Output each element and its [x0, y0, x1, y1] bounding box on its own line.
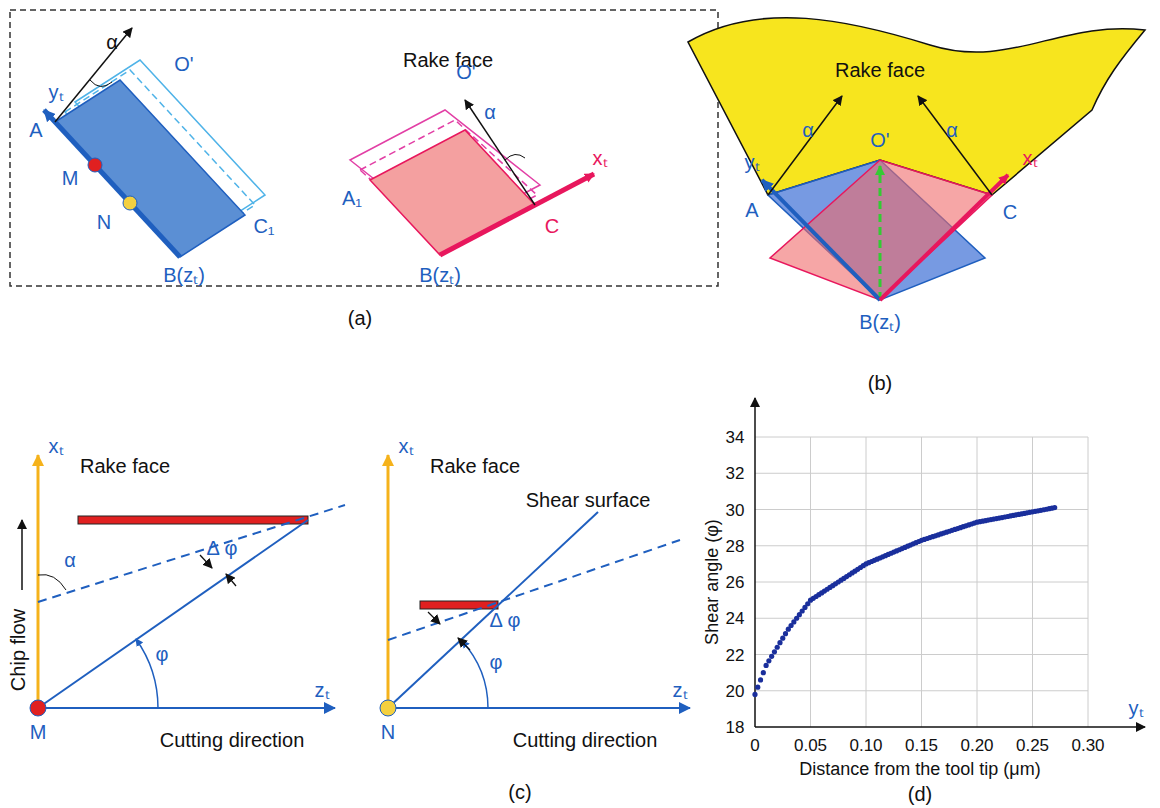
figure-label: α [106, 32, 118, 52]
figure-label: 24 [726, 610, 745, 627]
figure-label: (a) [348, 308, 372, 328]
figure-label: A₁ [342, 188, 362, 208]
figure-label: Shear surface [526, 490, 651, 510]
data-point [772, 649, 777, 654]
figure-label: α [64, 550, 76, 570]
figure-label: Chip flow [8, 609, 28, 691]
figure-label: 28 [726, 537, 745, 554]
grid-line [1032, 437, 1033, 727]
figure-label: Cutting direction [513, 730, 658, 750]
data-point [758, 677, 763, 682]
figure-label: B(zₜ) [859, 312, 901, 332]
figure-label: xₜ [49, 436, 64, 456]
data-point [1052, 505, 1057, 510]
figure-label: 0.30 [1071, 737, 1104, 754]
figure-label: 22 [726, 646, 745, 663]
figure-label: O' [870, 130, 889, 150]
figure-label: xₜ [399, 436, 414, 456]
figure-label: C [1003, 202, 1017, 222]
figure-label: α [802, 120, 814, 140]
data-point [761, 670, 766, 675]
figure-label: 34 [726, 429, 745, 446]
figure-label: Rake face [430, 456, 520, 476]
figure-label: α [946, 120, 958, 140]
data-point [769, 654, 774, 659]
grid-line [1088, 437, 1089, 727]
figure-label: xₜ [1023, 148, 1038, 168]
figure-label: 0.25 [1016, 737, 1049, 754]
figure-label: yₜ [1129, 698, 1144, 718]
data-point [783, 631, 788, 636]
data-point [777, 640, 782, 645]
figure-label: yₜ [49, 82, 64, 102]
figure-label: 0.15 [905, 737, 938, 754]
figure-label: C [545, 216, 559, 236]
figure-label: (b) [868, 373, 892, 393]
data-point [775, 645, 780, 650]
data-point [780, 636, 785, 641]
figure-label: φ [156, 644, 169, 664]
figure-label: Rake face [403, 50, 493, 70]
figure-label: α [484, 102, 496, 122]
figure-label: Rake face [835, 60, 925, 80]
figure-label: Cutting direction [160, 730, 305, 750]
figure-label: Shear angle (φ) [703, 519, 721, 645]
figure-label: A [29, 120, 42, 140]
figure-label: zₜ [673, 680, 688, 700]
figure-label: xₜ [593, 148, 608, 168]
figure-label: Δ φ [490, 610, 521, 630]
figure-label: O' [456, 62, 475, 82]
data-point [752, 692, 757, 697]
data-point [764, 663, 769, 668]
figure-label: N [381, 722, 395, 742]
figure-label: Distance from the tool tip (μm) [799, 760, 1040, 778]
data-point [755, 685, 760, 690]
grid-line [977, 437, 978, 727]
figure-label: 0.20 [960, 737, 993, 754]
figure-label: 26 [726, 574, 745, 591]
figure-label: 0.10 [849, 737, 882, 754]
figure-label: A [745, 200, 758, 220]
figure-label: φ [490, 652, 503, 672]
figure-label: (c) [508, 782, 531, 802]
grid-line [921, 437, 922, 727]
figure-label: 30 [726, 501, 745, 518]
figure-label: yₜ [745, 152, 760, 172]
figure-label: Δ φ [207, 538, 238, 558]
figure-label: M [30, 722, 47, 742]
data-point [766, 658, 771, 663]
figure-label: B(zₜ) [419, 265, 461, 285]
figure-label: N [97, 212, 111, 232]
grid-line [866, 437, 867, 727]
figure-label: 32 [726, 465, 745, 482]
figure-label: 0 [750, 737, 759, 754]
figure-label: 18 [726, 719, 745, 736]
figure-label: zₜ [315, 680, 330, 700]
figure-label: M [62, 168, 79, 188]
figure-label: 0.05 [794, 737, 827, 754]
figure-label: B(zₜ) [163, 265, 205, 285]
figure-label: Rake face [80, 456, 170, 476]
figure-label: C₁ [253, 216, 274, 236]
figure-label: 20 [726, 682, 745, 699]
figure-label: O' [174, 54, 193, 74]
grid-line [810, 437, 811, 727]
figure-label: (d) [908, 784, 932, 804]
